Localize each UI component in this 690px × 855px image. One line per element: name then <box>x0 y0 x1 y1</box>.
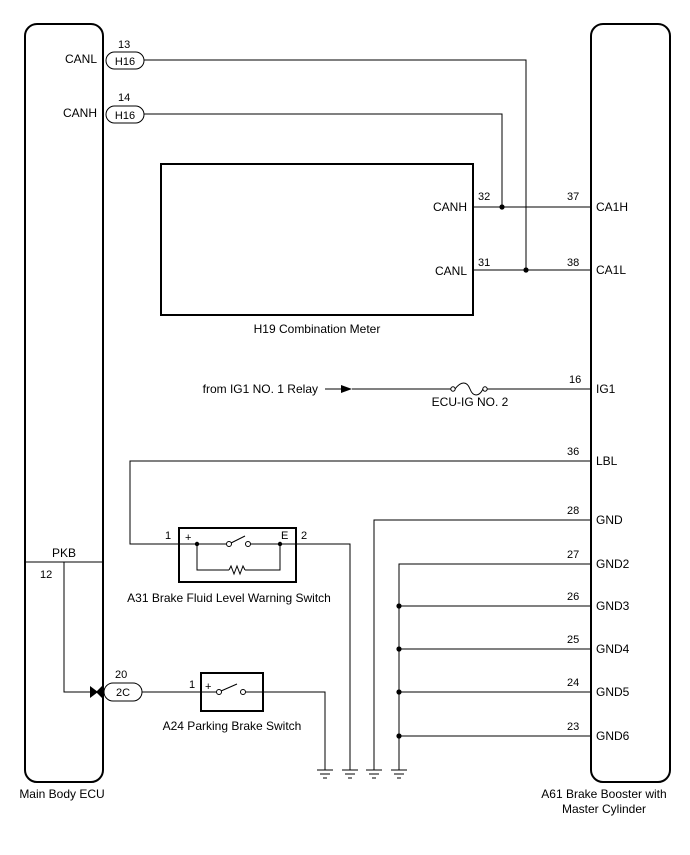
canh-wire <box>144 113 503 207</box>
booster-pin-ca1l: CA1L <box>596 263 626 277</box>
ground-icon <box>317 769 333 779</box>
connector-canl-code: H16 <box>115 56 135 68</box>
booster-pin-23: 23 <box>567 721 579 733</box>
connector-canl-num: 13 <box>118 39 130 51</box>
ecu-pin-canh: CANH <box>63 106 97 120</box>
ground-icon <box>342 769 358 779</box>
ecu-pin-pkb: PKB <box>52 546 76 560</box>
canh-junction <box>499 204 505 210</box>
connector-pkb-code: 2C <box>116 687 130 699</box>
parking-switch-ground-wire <box>263 691 326 770</box>
fluid-switch-ground-wire <box>296 543 351 770</box>
booster-pin-gnd6: GND6 <box>596 729 630 743</box>
booster-pin-lbl: LBL <box>596 454 618 468</box>
booster-pin-gnd3: GND3 <box>596 599 630 613</box>
resistor-lead-right <box>245 544 281 571</box>
fluid-switch-contact-right <box>245 541 251 547</box>
meter-canl: CANL <box>435 264 467 278</box>
booster-pin-gnd2: GND2 <box>596 557 630 571</box>
gnd4-junction <box>396 646 402 652</box>
parking-switch-plus: + <box>205 681 211 693</box>
gnd5-junction <box>396 689 402 695</box>
gnd2-wire <box>398 563 591 770</box>
meter-canl-num: 31 <box>478 257 490 269</box>
fluid-switch-pin2: 2 <box>301 530 307 542</box>
fluid-switch-blade-icon <box>230 535 246 544</box>
gnd-wire <box>373 519 591 770</box>
connector-canh-code: H16 <box>115 110 135 122</box>
gnd6-junction <box>396 733 402 739</box>
fuse-label: ECU-IG NO. 2 <box>432 395 509 409</box>
booster-pin-36: 36 <box>567 446 579 458</box>
booster-label-line2: Master Cylinder <box>562 802 646 816</box>
relay-source-label: from IG1 NO. 1 Relay <box>203 382 318 396</box>
fluid-switch-label: A31 Brake Fluid Level Warning Switch <box>127 591 331 605</box>
canl-junction <box>523 267 529 273</box>
booster-pin-gnd5: GND5 <box>596 685 630 699</box>
fluid-switch-e: E <box>281 530 288 542</box>
connector-pkb-num: 20 <box>115 669 127 681</box>
ecu-pkb-number: 12 <box>40 569 52 581</box>
pkb-connector-mark <box>96 685 103 699</box>
fluid-switch-contact-left <box>226 541 232 547</box>
brake-booster-box <box>590 23 671 783</box>
meter-label: H19 Combination Meter <box>254 322 381 336</box>
ecu-label: Main Body ECU <box>19 787 104 801</box>
fluid-switch-plus: + <box>185 532 191 544</box>
parking-switch-label: A24 Parking Brake Switch <box>163 719 302 733</box>
booster-pin-26: 26 <box>567 591 579 603</box>
fluid-switch-pin1: 1 <box>165 530 171 542</box>
booster-pin-37: 37 <box>567 191 579 203</box>
booster-pin-ig1: IG1 <box>596 382 616 396</box>
booster-pin-ca1h: CA1H <box>596 200 628 214</box>
meter-canh: CANH <box>433 200 467 214</box>
ground-icon <box>391 769 407 779</box>
parking-switch-blade-icon <box>220 683 238 692</box>
resistor-lead-left <box>196 544 229 571</box>
lbl-wire <box>129 460 591 545</box>
fluid-level-switch-box <box>178 527 297 583</box>
meter-canh-num: 32 <box>478 191 490 203</box>
combination-meter-box <box>160 163 474 316</box>
booster-pin-gnd4: GND4 <box>596 642 630 656</box>
booster-pin-38: 38 <box>567 257 579 269</box>
booster-pin-27: 27 <box>567 549 579 561</box>
parking-switch-pin1: 1 <box>189 679 195 691</box>
main-body-ecu-box <box>24 23 104 783</box>
fuse-terminal-right <box>482 386 488 392</box>
gnd3-junction <box>396 603 402 609</box>
booster-label-line1: A61 Brake Booster with <box>541 787 666 801</box>
pkb-wire <box>63 562 90 693</box>
parking-switch-contact-left <box>216 689 222 695</box>
fuse-terminal-left <box>450 386 456 392</box>
booster-pin-28: 28 <box>567 505 579 517</box>
pkb-arrow-icon <box>90 686 98 698</box>
parking-switch-contact-right <box>240 689 246 695</box>
booster-pin-16: 16 <box>569 374 581 386</box>
booster-pin-25: 25 <box>567 634 579 646</box>
fuse-icon <box>454 382 484 396</box>
ground-icon <box>366 769 382 779</box>
booster-pin-gnd: GND <box>596 513 623 527</box>
relay-arrow-icon <box>341 385 352 393</box>
booster-pin-24: 24 <box>567 677 579 689</box>
canl-wire <box>144 59 527 270</box>
ecu-pin-canl: CANL <box>65 52 97 66</box>
connector-canh-num: 14 <box>118 92 130 104</box>
resistor-icon <box>228 564 246 576</box>
